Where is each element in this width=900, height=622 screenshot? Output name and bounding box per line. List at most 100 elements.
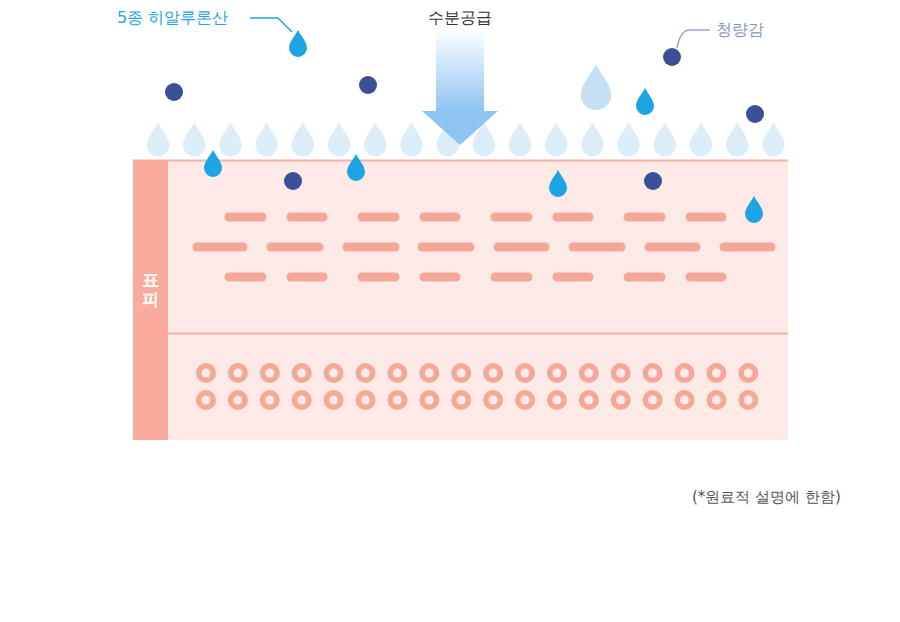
cell-ring-hole: [648, 369, 657, 378]
cell-ring-hole: [233, 396, 242, 405]
cell-ring: [675, 390, 695, 410]
cell-ring: [675, 363, 695, 383]
cell-ring: [260, 390, 280, 410]
cell-ring: [451, 363, 471, 383]
water-drop: [255, 123, 278, 157]
hyaluronic-drop: [745, 196, 763, 223]
hyaluronic-drop: [636, 88, 654, 115]
cell-dash: [362, 273, 395, 282]
cell-ring-hole: [521, 369, 530, 378]
cell-ring: [483, 363, 503, 383]
cell-dash: [573, 243, 621, 252]
water-drop: [509, 123, 532, 157]
layer-border: [168, 333, 788, 335]
cell-ring-hole: [457, 396, 466, 405]
cell-ring: [228, 363, 248, 383]
water-drop: [292, 123, 315, 157]
cell-ring: [515, 390, 535, 410]
cell-ring-hole: [361, 396, 370, 405]
water-drop: [581, 123, 604, 157]
supply-arrow-head: [422, 111, 498, 145]
cell-ring-hole: [265, 396, 274, 405]
cell-ring-hole: [297, 396, 306, 405]
cell-ring: [611, 390, 631, 410]
cell-ring: [579, 363, 599, 383]
cell-ring-hole: [712, 396, 721, 405]
cell-dash: [495, 213, 528, 222]
water-drop: [726, 123, 749, 157]
cooling-dot: [644, 172, 662, 190]
cell-ring: [643, 390, 663, 410]
cell-dash: [724, 243, 771, 252]
cell-rings: [196, 363, 758, 410]
cell-dash: [649, 243, 696, 252]
cell-dash: [628, 273, 661, 282]
cell-dash: [271, 243, 319, 252]
cell-ring: [579, 390, 599, 410]
cell-ring-hole: [680, 396, 689, 405]
cell-ring: [451, 390, 471, 410]
cell-dash: [362, 213, 395, 222]
cell-dash: [557, 273, 589, 282]
cell-ring-hole: [361, 369, 370, 378]
cell-dash: [690, 213, 722, 222]
cell-ring: [387, 363, 407, 383]
cell-ring-hole: [425, 396, 434, 405]
cooling-dot: [746, 105, 764, 123]
cell-dash: [498, 243, 545, 252]
cell-ring: [483, 390, 503, 410]
cell-ring-hole: [489, 369, 498, 378]
cell-ring: [706, 363, 726, 383]
cooling-dots: [165, 48, 764, 190]
epidermis-layer: [133, 160, 788, 440]
water-drop: [762, 123, 785, 157]
hyaluronic-drop: [549, 170, 567, 197]
water-drop: [364, 123, 387, 157]
cell-ring-hole: [616, 396, 625, 405]
cell-ring-hole: [584, 396, 593, 405]
cell-ring: [356, 363, 376, 383]
epidermis-bar: 표피: [133, 160, 168, 440]
footnote: (*원료적 설명에 한함): [692, 488, 841, 506]
cell-dash: [424, 213, 456, 222]
skin-surface: [133, 160, 788, 162]
water-drop: [400, 123, 423, 157]
cell-ring: [643, 363, 663, 383]
water-drop: [147, 123, 170, 157]
cell-ring: [738, 363, 758, 383]
cell-ring: [387, 390, 407, 410]
water-drop: [545, 123, 568, 157]
leader-line: [250, 18, 292, 32]
cell-ring: [292, 363, 312, 383]
cell-ring-hole: [425, 369, 434, 378]
cell-ring-hole: [202, 396, 211, 405]
cell-dash: [424, 273, 456, 282]
cell-ring-hole: [552, 369, 561, 378]
cell-ring: [419, 363, 439, 383]
cell-dash: [291, 213, 323, 222]
cell-dash: [690, 273, 722, 282]
hyaluronic-drop: [347, 154, 365, 181]
cell-dash: [197, 243, 243, 252]
cell-ring: [738, 390, 758, 410]
cell-dash: [628, 213, 661, 222]
hyaluronic-drop: [289, 30, 307, 57]
cell-ring: [196, 363, 216, 383]
cell-ring-hole: [329, 396, 338, 405]
cell-ring-hole: [584, 369, 593, 378]
cooling-dot: [663, 48, 681, 66]
cell-ring: [356, 390, 376, 410]
cell-ring: [419, 390, 439, 410]
cell-ring: [196, 390, 216, 410]
cell-ring: [515, 363, 535, 383]
cell-ring-hole: [552, 396, 561, 405]
cell-ring-hole: [393, 396, 402, 405]
cell-dashes: [197, 217, 771, 277]
cell-ring-hole: [744, 369, 753, 378]
cell-ring-hole: [202, 369, 211, 378]
water-drop: [617, 123, 640, 157]
cooling-dot: [284, 172, 302, 190]
cell-ring: [292, 390, 312, 410]
cell-ring-hole: [457, 369, 466, 378]
water-drop: [183, 123, 206, 157]
